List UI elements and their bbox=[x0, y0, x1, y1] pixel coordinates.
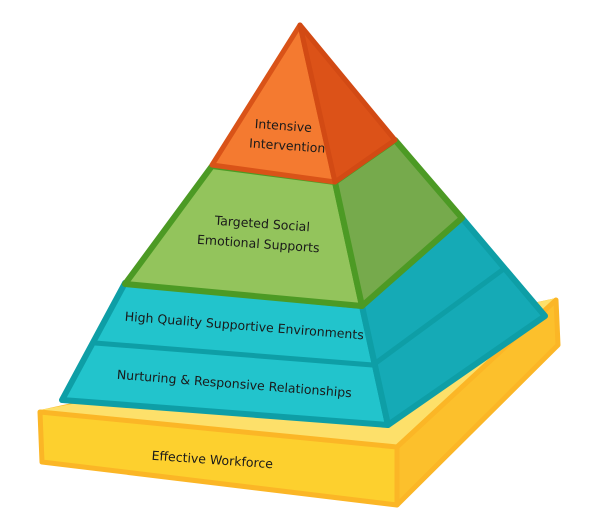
tier-intensive: Intensive Intervention bbox=[209, 22, 398, 185]
tier-label-intensive-line1: Intensive bbox=[254, 116, 312, 135]
tier-label-targeted-line1: Targeted Social bbox=[213, 213, 310, 235]
teal-divider bbox=[94, 265, 507, 368]
tier-label-intensive-line2: Intervention bbox=[249, 135, 326, 155]
orange-side-face bbox=[297, 22, 398, 185]
base-side-face bbox=[394, 297, 561, 508]
